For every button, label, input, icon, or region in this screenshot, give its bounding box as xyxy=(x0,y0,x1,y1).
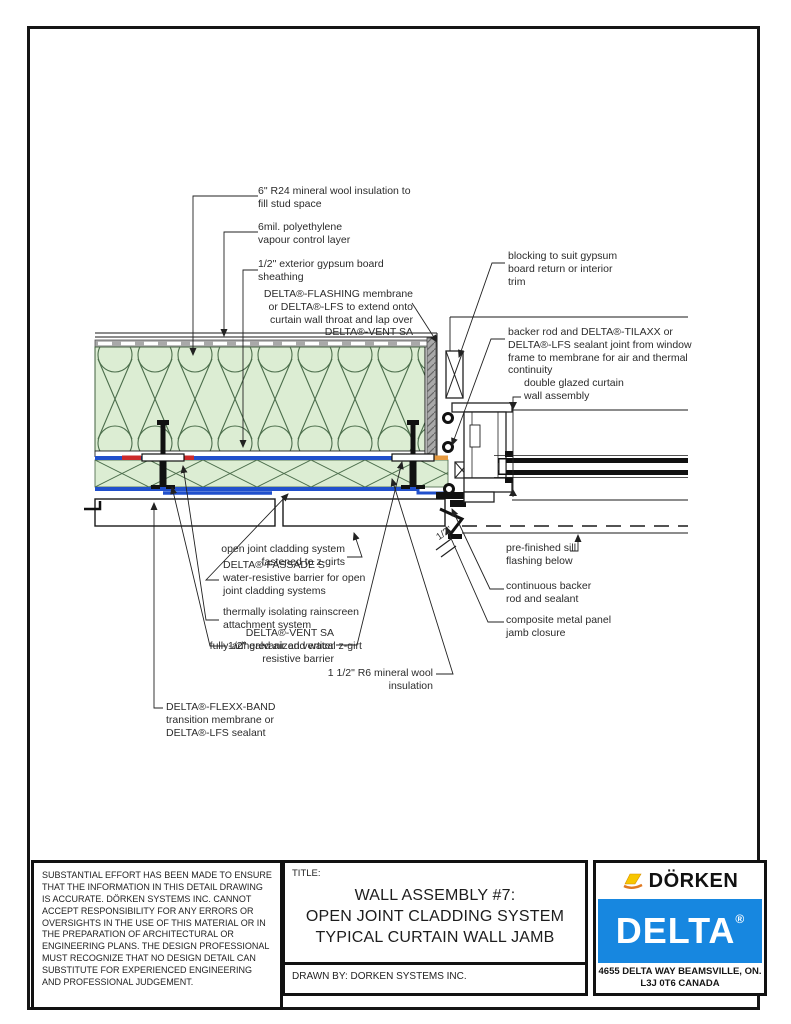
interior-face-lines xyxy=(95,332,437,338)
logo-box: DÖRKEN DELTA® 4655 DELTA WAY BEAMSVILLE,… xyxy=(593,860,767,996)
delta-wordmark: DELTA xyxy=(615,910,736,951)
curtain-wall-mullion xyxy=(451,402,513,503)
stud-cavity-insulation xyxy=(94,346,426,452)
label-sill-flashing: pre-finished sill flashing below xyxy=(506,542,577,567)
label-thermal-isolating: thermally isolating rainscreen attachmen… xyxy=(223,606,359,631)
label-double-glazed: double glazed curtain wall assembly xyxy=(524,377,624,402)
jamb-return xyxy=(424,333,438,459)
double-glazing xyxy=(494,455,688,478)
label-fassade-s: DELTA®-FASSADE S water-resistive barrier… xyxy=(223,559,366,597)
label-backer-rod-tilaxx: backer rod and DELTA®-TILAXX or DELTA®-L… xyxy=(508,326,692,377)
label-continuous-backer: continuous backer rod and sealant xyxy=(506,580,592,605)
registered-mark: ® xyxy=(735,912,745,926)
dorken-logo: DÖRKEN xyxy=(596,863,764,899)
title-label: TITLE: xyxy=(292,868,321,879)
label-r24-insulation: 6" R24 mineral wool insulation to fill s… xyxy=(258,185,411,210)
label-delta-flashing: DELTA®-FLASHING membrane or DELTA®-LFS t… xyxy=(263,288,413,339)
reference-lines xyxy=(449,316,688,534)
exterior-insulation-r6 xyxy=(94,459,449,488)
label-r6-insulation: 1 1/2" R6 mineral wool insulation xyxy=(327,667,433,692)
drawn-by: DRAWN BY: DORKEN SYSTEMS INC. xyxy=(285,962,585,993)
label-vent-sa: DELTA®-VENT SA fully-adhered air and wat… xyxy=(209,627,334,665)
dorken-wordmark: DÖRKEN xyxy=(648,869,739,892)
half-inch-ticks xyxy=(435,538,457,558)
label-flexx-band: DELTA®-FLEXX-BAND transition membrane or… xyxy=(166,701,276,739)
leader-lines xyxy=(150,195,582,709)
jamb-closure xyxy=(436,492,466,539)
dorken-icon xyxy=(623,873,643,889)
vapour-control-layer xyxy=(94,339,437,348)
fassade-s-membrane xyxy=(95,487,446,495)
label-composite-panel: composite metal panel jamb closure xyxy=(506,614,612,639)
label-blocking: blocking to suit gypsum board return or … xyxy=(508,250,618,288)
drawing-title: WALL ASSEMBLY #7: OPEN JOINT CLADDING SY… xyxy=(305,887,565,946)
title-box: TITLE: WALL ASSEMBLY #7: OPEN JOINT CLAD… xyxy=(282,860,588,996)
sheet-border xyxy=(27,26,760,1010)
dimension-curtain-wall xyxy=(509,396,521,497)
label-gypsum-sheathing: 1/2" exterior gypsum board sheathing xyxy=(258,258,384,283)
disclaimer-box: SUBSTANTIAL EFFORT HAS BEEN MADE TO ENSU… xyxy=(31,860,283,1010)
backer-rods xyxy=(442,412,455,495)
cladding-panels xyxy=(84,498,446,527)
company-address: 4655 DELTA WAY BEAMSVILLE, ON. L3J 0T6 C… xyxy=(598,966,762,989)
delta-logo: DELTA® xyxy=(598,899,762,963)
label-open-joint-cladding: open joint cladding system fastened to z… xyxy=(221,543,345,568)
label-poly-vapour: 6mil. polyethylene vapour control layer xyxy=(258,221,351,246)
label-zgirt: 1/2" galvanized vertical z-girt xyxy=(228,640,362,652)
disclaimer-text: SUBSTANTIAL EFFORT HAS BEEN MADE TO ENSU… xyxy=(42,870,272,987)
